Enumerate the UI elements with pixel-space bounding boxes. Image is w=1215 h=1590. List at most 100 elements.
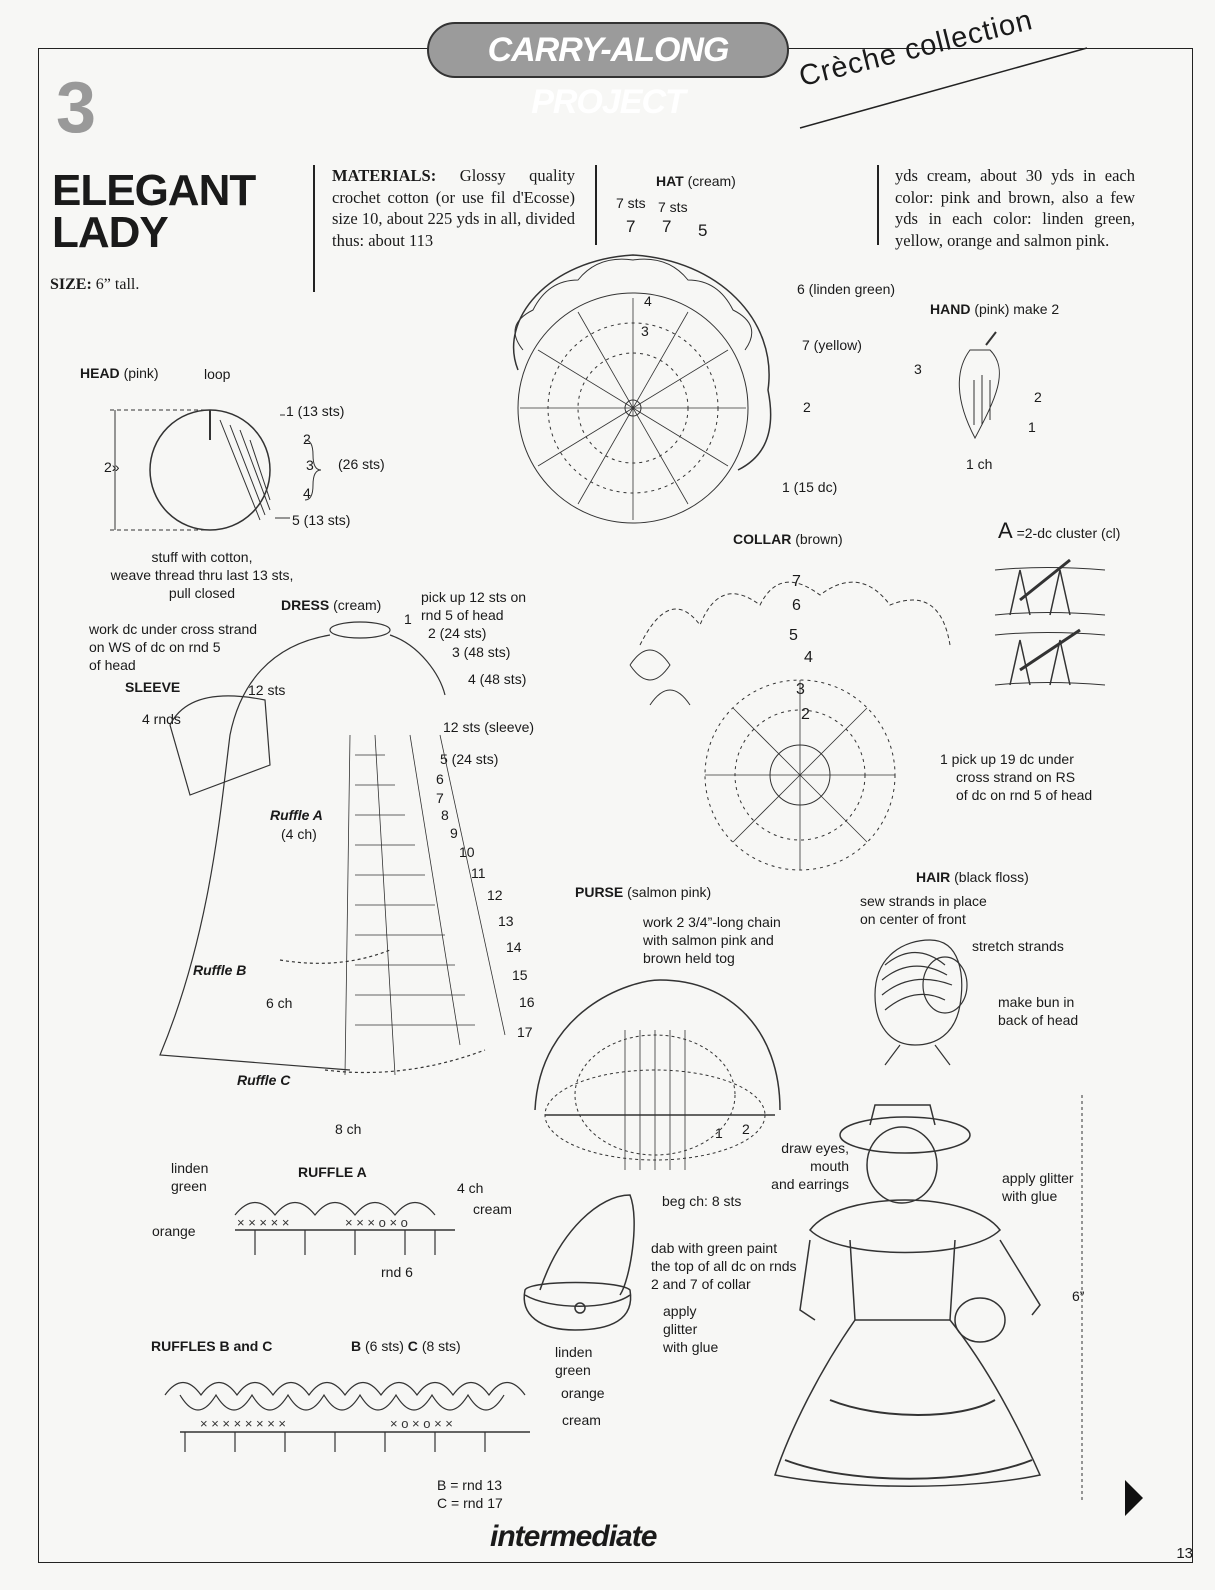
cluster-illustration bbox=[990, 560, 1110, 700]
hat-label-1: 1 (15 dc) bbox=[782, 479, 838, 495]
banner: CARRY-ALONG PROJECT bbox=[427, 22, 789, 121]
dress-pickup: pick up 12 sts on rnd 5 of head bbox=[421, 588, 526, 624]
ruffle-b-label: Ruffle B bbox=[193, 962, 247, 978]
hat-label-3: 3 bbox=[641, 323, 649, 339]
purse-label: PURSE bbox=[575, 884, 624, 900]
dress-rnd-10: 10 bbox=[459, 844, 475, 860]
doll-eyes-note-2: mouth bbox=[810, 1158, 849, 1174]
project-number: 3 bbox=[56, 68, 97, 148]
dress-rnd-5: 5 (24 sts) bbox=[440, 751, 499, 767]
ruffle-c-ch: 8 ch bbox=[335, 1121, 362, 1137]
head-rnd-1: 1 (13 sts) bbox=[286, 403, 345, 419]
collar-rnd-5: 5 bbox=[789, 627, 798, 644]
dress-work-note-2: on WS of dc on rnd 5 bbox=[89, 639, 221, 655]
doll-glitter-note-1: apply glitter bbox=[1002, 1170, 1074, 1186]
ruffle-a-label: Ruffle A bbox=[270, 807, 323, 823]
dress-rnd-8: 8 bbox=[441, 807, 449, 823]
collar-rnd-6: 6 bbox=[792, 597, 801, 614]
ruffle-a-linden: linden green bbox=[171, 1159, 208, 1195]
purse-glitter-3: with glue bbox=[663, 1339, 719, 1355]
hair-note-1: sew strands in place bbox=[860, 893, 987, 909]
cluster-symbol: A bbox=[998, 518, 1013, 543]
dress-rnd-13: 13 bbox=[498, 913, 514, 929]
doll-eyes-note-1: draw eyes, bbox=[781, 1140, 849, 1156]
dress-rnd-16: 16 bbox=[519, 994, 535, 1010]
dress-rnd-14: 14 bbox=[506, 939, 522, 955]
materials-label: MATERIALS: bbox=[332, 166, 437, 185]
ruffle-b-sts: (6 sts) bbox=[365, 1338, 404, 1354]
hair-note-sew: sew strands in place on center of front bbox=[860, 892, 987, 928]
purse-glitter-2: glitter bbox=[663, 1321, 698, 1337]
ruffle-c-key: C bbox=[407, 1338, 418, 1354]
size-value: 6” tall. bbox=[95, 276, 140, 293]
dress-rnd-15: 15 bbox=[512, 967, 528, 983]
hand-label-3: 3 bbox=[914, 361, 922, 377]
dress-diagram bbox=[150, 615, 530, 1095]
head-title: HEAD (pink) bbox=[80, 364, 159, 382]
head-rnd-3-sts: (26 sts) bbox=[338, 456, 385, 472]
ruffles-bc-orange: orange bbox=[561, 1385, 605, 1401]
collar-note-2: cross strand on RS bbox=[956, 769, 1076, 785]
head-note: stuff with cotton, weave thread thru las… bbox=[104, 548, 300, 602]
doll-height: 6” bbox=[1072, 1288, 1085, 1304]
purse-chain-note-2: with salmon pink and bbox=[643, 932, 774, 948]
hat-label-7sts-b: 7 sts bbox=[658, 199, 688, 215]
purse-chain-note-3: brown held tog bbox=[643, 950, 735, 966]
ruffles-bc-rnd-c: C = rnd 17 bbox=[437, 1495, 503, 1511]
collar-title: COLLAR (brown) bbox=[733, 530, 843, 548]
ruffle-a-rnd6: rnd 6 bbox=[381, 1264, 413, 1280]
dress-rnd-4: 4 (48 sts) bbox=[468, 671, 527, 687]
doll-eyes-note-3: and earrings bbox=[771, 1176, 849, 1192]
hat-label-7sts-a: 7 sts bbox=[616, 195, 646, 211]
dress-work-note-3: of head bbox=[89, 657, 136, 673]
ruffle-c-label: Ruffle C bbox=[237, 1072, 291, 1088]
purse-glitter-1: apply bbox=[663, 1303, 697, 1319]
collar-diagram bbox=[620, 565, 960, 885]
hat-label-5: 5 bbox=[698, 221, 708, 240]
ruffles-bc-sts: B (6 sts) C (8 sts) bbox=[351, 1337, 461, 1355]
dress-color: (cream) bbox=[333, 597, 382, 613]
ruffle-a-ch: (4 ch) bbox=[281, 826, 317, 842]
doll-glitter-note-2: with glue bbox=[1002, 1188, 1058, 1204]
doll-illustration bbox=[770, 1090, 1090, 1510]
cluster-legend: A =2-dc cluster (cl) bbox=[998, 520, 1121, 542]
divider-1 bbox=[313, 165, 315, 292]
head-color: (pink) bbox=[123, 365, 159, 381]
dress-title: DRESS (cream) bbox=[281, 596, 381, 614]
dress-rnd-12: 12 bbox=[487, 887, 503, 903]
ruffles-bc-rnd-b: B = rnd 13 bbox=[437, 1477, 502, 1493]
ruffle-a-chart-title: RUFFLE A bbox=[298, 1164, 367, 1180]
sleeve-sts: 12 sts bbox=[248, 682, 286, 698]
purse-dab-note-2: the top of all dc on rnds bbox=[651, 1258, 797, 1274]
hat-label-6: 6 (linden green) bbox=[797, 281, 896, 297]
hand-note: (pink) make 2 bbox=[974, 301, 1060, 317]
head-height: 2» bbox=[104, 459, 120, 475]
page-title: ELEGANT LADY bbox=[52, 169, 256, 255]
dress-rnd-7: 7 bbox=[436, 790, 444, 806]
dress-pickup-1: pick up 12 sts on bbox=[421, 589, 527, 605]
dress-work-note-1: work dc under cross strand bbox=[89, 621, 258, 637]
dress-work-note: work dc under cross strand on WS of dc o… bbox=[89, 620, 257, 674]
svg-text:× × × × × × × ×: × × × × × × × × bbox=[200, 1416, 286, 1431]
hat-label-7b: 7 bbox=[662, 217, 672, 236]
purse-title: PURSE (salmon pink) bbox=[575, 883, 711, 901]
hair-title: HAIR (black floss) bbox=[916, 868, 1029, 886]
collar-rnd-4: 4 bbox=[804, 649, 813, 666]
hat-color: (cream) bbox=[687, 173, 736, 189]
doll-glitter-note: apply glitter with glue bbox=[1002, 1169, 1074, 1205]
next-page-arrow-icon[interactable] bbox=[1123, 1478, 1145, 1518]
size-info: SIZE: 6” tall. bbox=[50, 276, 139, 294]
hat-diagram bbox=[478, 240, 798, 530]
purse-glitter-note: apply glitter with glue bbox=[663, 1302, 718, 1356]
cluster-text: =2-dc cluster (cl) bbox=[1016, 525, 1121, 541]
purse-dab-note-1: dab with green paint bbox=[651, 1240, 778, 1256]
dress-rnd-1: 1 bbox=[404, 611, 412, 627]
hand-label-1: 1 bbox=[1028, 419, 1036, 435]
doll-eyes-note: draw eyes, mouth and earrings bbox=[767, 1139, 849, 1193]
hat-title: HAT (cream) bbox=[656, 172, 736, 190]
sleeve-title: SLEEVE bbox=[125, 679, 181, 695]
head-loop-label: loop bbox=[204, 366, 231, 382]
skill-level: intermediate bbox=[490, 1520, 657, 1553]
hair-note-bun-2: back of head bbox=[998, 1012, 1079, 1028]
purse-diagram bbox=[530, 970, 790, 1190]
